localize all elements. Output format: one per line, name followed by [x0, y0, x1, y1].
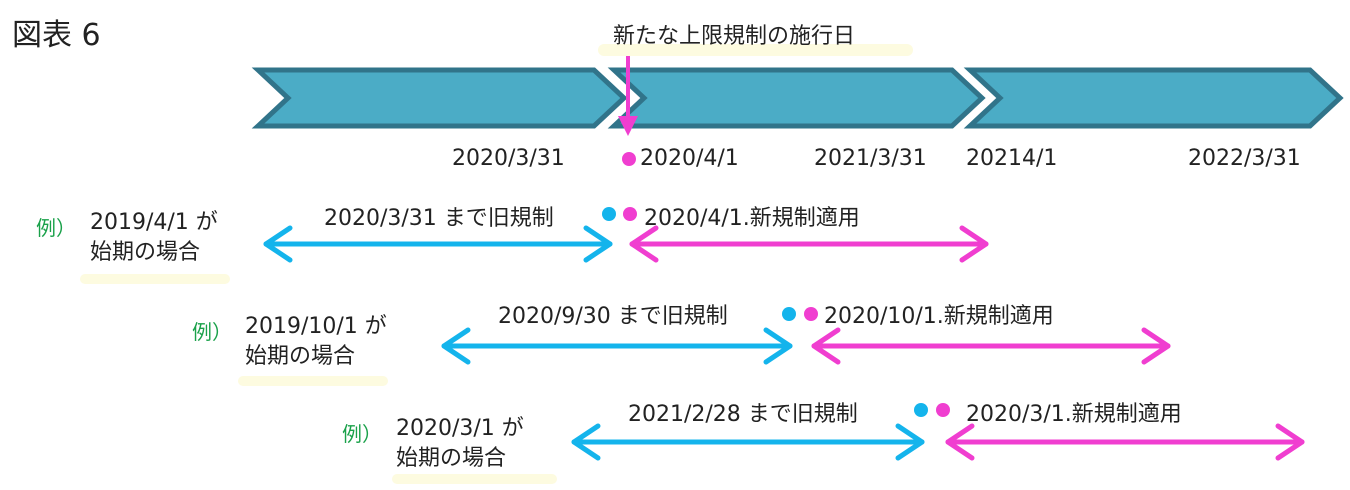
timeline-date: 2022/3/31 [1188, 146, 1301, 171]
timeline-chevrons [251, 67, 1344, 129]
old-rule-arrow-3 [571, 423, 925, 461]
new-rule-arrow-1 [629, 225, 989, 263]
timeline-date: 2020/4/1 [640, 146, 739, 171]
figure-title: 図表 6 [12, 18, 101, 53]
new-rule-arrow-2 [811, 327, 1171, 365]
timeline-date: 2021/3/31 [814, 146, 927, 171]
callout-highlight [598, 44, 913, 56]
timeline-date: 2020/3/31 [452, 146, 565, 171]
start-highlight [238, 376, 388, 386]
old-rule-label: 2020/9/30 まで旧規制 [498, 304, 728, 329]
old-rule-label: 2020/3/31 まで旧規制 [324, 206, 554, 231]
marker-dot [622, 152, 636, 166]
example-start-line1: 2020/3/1 が [396, 416, 524, 441]
start-highlight [80, 274, 230, 284]
chevron-1 [251, 67, 628, 129]
example-start-line2: 始期の場合 [396, 446, 507, 471]
new-rule-label: 2020/3/1.新規制適用 [966, 402, 1182, 427]
new-rule-arrow-3 [945, 423, 1305, 461]
example-start-line2: 始期の場合 [90, 240, 201, 265]
example-mark: 例） [342, 422, 382, 446]
example-start-line2: 始期の場合 [245, 344, 356, 369]
start-highlight [392, 474, 557, 484]
example-start-line1: 2019/10/1 が [245, 314, 387, 339]
chevron-3 [963, 67, 1344, 129]
example-mark: 例） [192, 320, 232, 344]
example-start-line1: 2019/4/1 が [90, 210, 218, 235]
effective-date-pointer [618, 54, 638, 136]
effective-date-callout: 新たな上限規制の施行日 [613, 24, 856, 49]
old-rule-arrow-2 [441, 327, 793, 365]
timeline-date: 20214/1 [966, 146, 1058, 171]
new-rule-label: 2020/4/1.新規制適用 [644, 206, 860, 231]
old-rule-label: 2021/2/28 まで旧規制 [628, 402, 858, 427]
example-mark: 例） [36, 216, 76, 240]
new-rule-label: 2020/10/1.新規制適用 [824, 304, 1054, 329]
chevron-2 [607, 67, 986, 129]
old-rule-arrow-1 [263, 225, 613, 263]
